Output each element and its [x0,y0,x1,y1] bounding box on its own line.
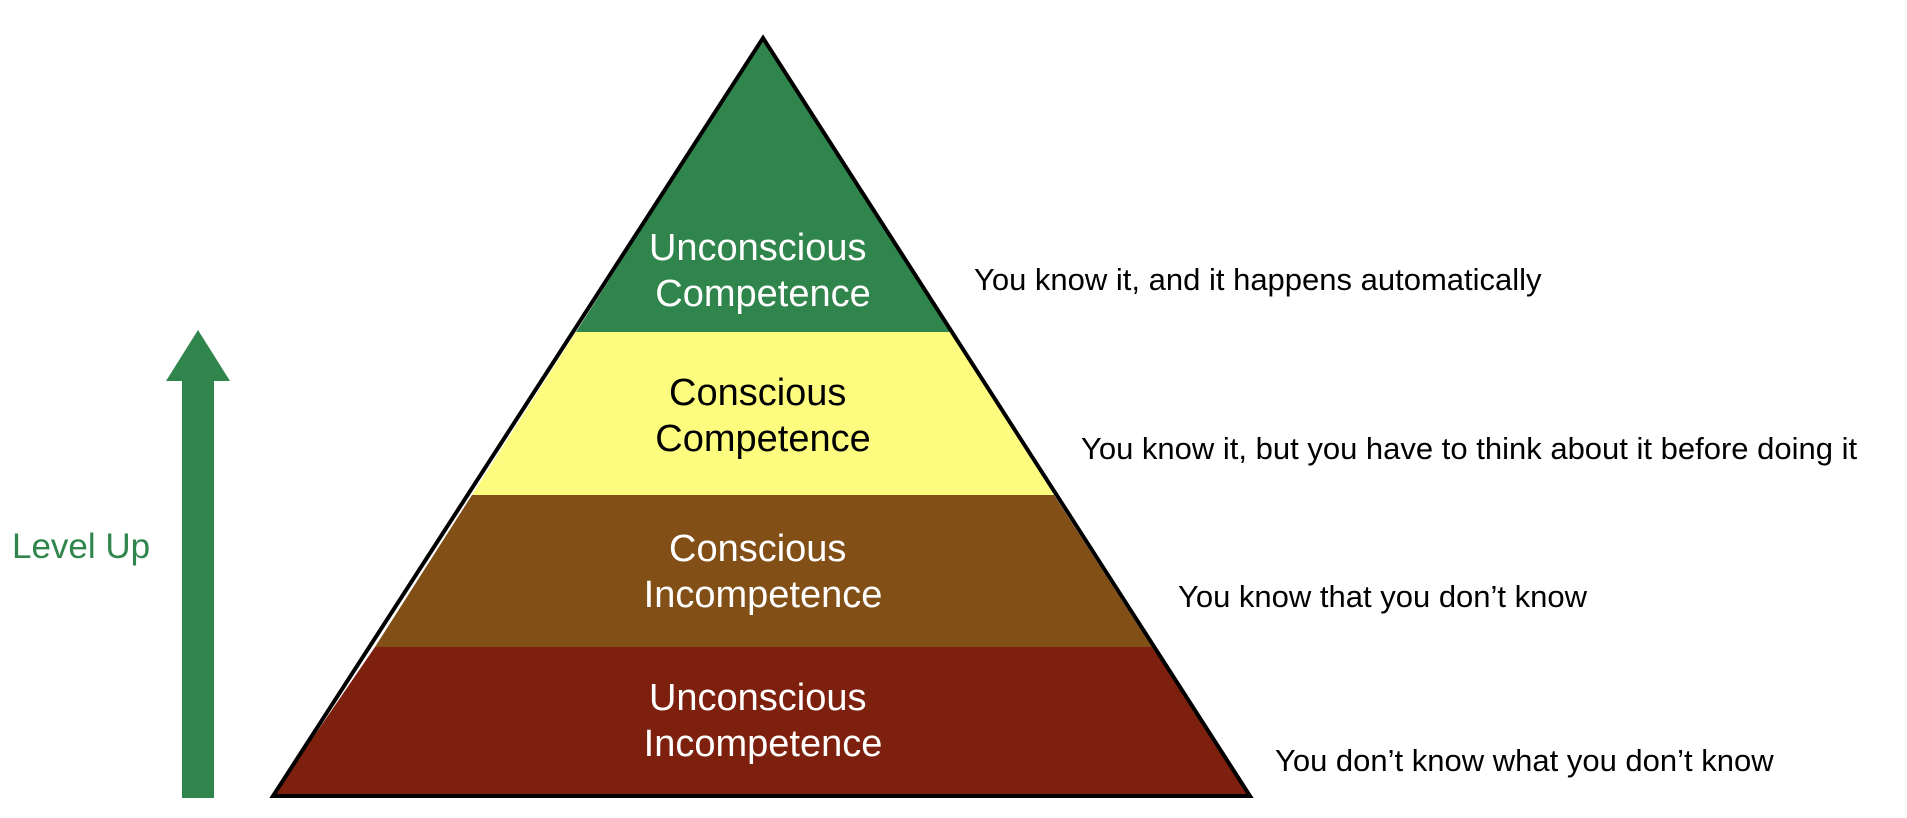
tier-unconscious-competence [576,38,950,332]
tier-conscious-incompetence [375,495,1152,647]
pyramid-outline [269,34,1254,798]
tier-label-conscious-competence: Conscious Competence [655,372,870,460]
level-up-label: Level Up [12,527,150,566]
tier-label-conscious-incompetence: Conscious Incompetence [644,528,883,616]
tier-label-unconscious-incompetence: Unconscious Incompetence [644,677,883,765]
description-conscious-competence: You know it, but you have to think about… [1081,431,1857,466]
tier-conscious-competence [472,332,1054,495]
description-unconscious-incompetence: You don’t know what you don’t know [1275,743,1774,778]
description-conscious-incompetence: You know that you don’t know [1178,579,1588,614]
description-unconscious-competence: You know it, and it happens automaticall… [974,262,1542,297]
tier-unconscious-incompetence [273,647,1250,796]
tier-label-unconscious-competence: Unconscious Competence [649,227,877,315]
arrow-up-icon [166,330,230,798]
